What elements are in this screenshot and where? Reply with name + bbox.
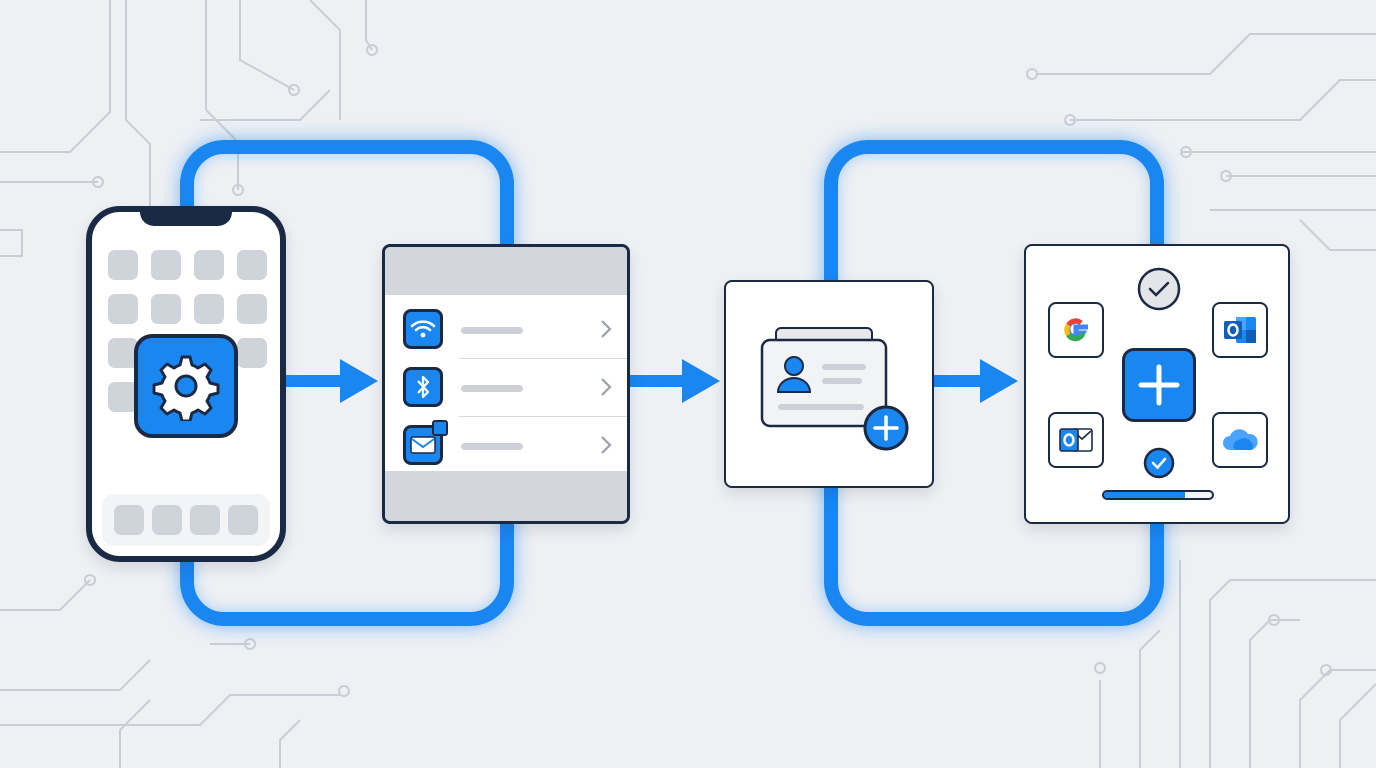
settings-row-wifi[interactable] <box>385 301 627 359</box>
app-tile[interactable] <box>151 294 181 324</box>
row-placeholder-text <box>461 443 523 450</box>
mail-badge-icon <box>432 420 448 436</box>
row-divider <box>459 416 627 417</box>
outlook-mail-account-button[interactable] <box>1048 412 1104 468</box>
chevron-right-icon <box>601 436 612 454</box>
account-provider-panel <box>1024 244 1290 524</box>
icloud-account-button[interactable] <box>1212 412 1268 468</box>
settings-list-panel <box>382 244 630 524</box>
dock-app-tile[interactable] <box>228 505 258 535</box>
app-tile[interactable] <box>108 294 138 324</box>
row-placeholder-text <box>461 385 523 392</box>
gear-icon <box>152 355 220 421</box>
settings-row-mail[interactable] <box>385 417 627 475</box>
dock-app-tile[interactable] <box>114 505 144 535</box>
outlook-account-button[interactable] <box>1212 302 1268 358</box>
progress-fill <box>1104 492 1185 498</box>
add-account-panel <box>724 280 934 488</box>
wifi-icon <box>403 309 443 349</box>
phone <box>86 206 286 562</box>
chevron-right-icon <box>601 378 612 396</box>
dock-app-tile[interactable] <box>152 505 182 535</box>
settings-app-button[interactable] <box>134 334 238 438</box>
app-tile[interactable] <box>108 382 138 412</box>
check-circle-filled-icon <box>1143 447 1175 479</box>
panel-footer <box>385 471 627 521</box>
app-tile[interactable] <box>194 294 224 324</box>
google-account-button[interactable] <box>1048 302 1104 358</box>
mail-icon <box>403 420 448 465</box>
row-divider <box>459 358 627 359</box>
google-icon <box>1064 318 1088 342</box>
app-tile[interactable] <box>237 294 267 324</box>
app-tile[interactable] <box>237 338 267 368</box>
panel-header <box>385 247 627 295</box>
contact-card-plus-icon <box>760 327 909 451</box>
app-tile[interactable] <box>194 250 224 280</box>
app-tile[interactable] <box>108 338 138 368</box>
progress-bar <box>1102 490 1214 500</box>
outlook-mail-icon <box>1059 428 1093 452</box>
phone-dock <box>102 494 270 546</box>
flow-arrow-3 <box>932 359 1018 403</box>
add-provider-button[interactable] <box>1122 348 1196 422</box>
icloud-icon <box>1223 429 1258 450</box>
check-circle-icon <box>1137 267 1181 311</box>
outlook-icon <box>1224 317 1256 343</box>
row-placeholder-text <box>461 327 523 334</box>
settings-row-bluetooth[interactable] <box>385 359 627 417</box>
dock-app-tile[interactable] <box>190 505 220 535</box>
flow-arrow-2 <box>628 359 720 403</box>
app-tile[interactable] <box>237 250 267 280</box>
flow-arrow-1 <box>286 359 378 403</box>
phone-notch <box>140 210 232 226</box>
bluetooth-icon <box>403 367 443 407</box>
app-tile[interactable] <box>151 250 181 280</box>
app-tile[interactable] <box>108 250 138 280</box>
chevron-right-icon <box>601 320 612 338</box>
plus-icon <box>1138 364 1180 406</box>
